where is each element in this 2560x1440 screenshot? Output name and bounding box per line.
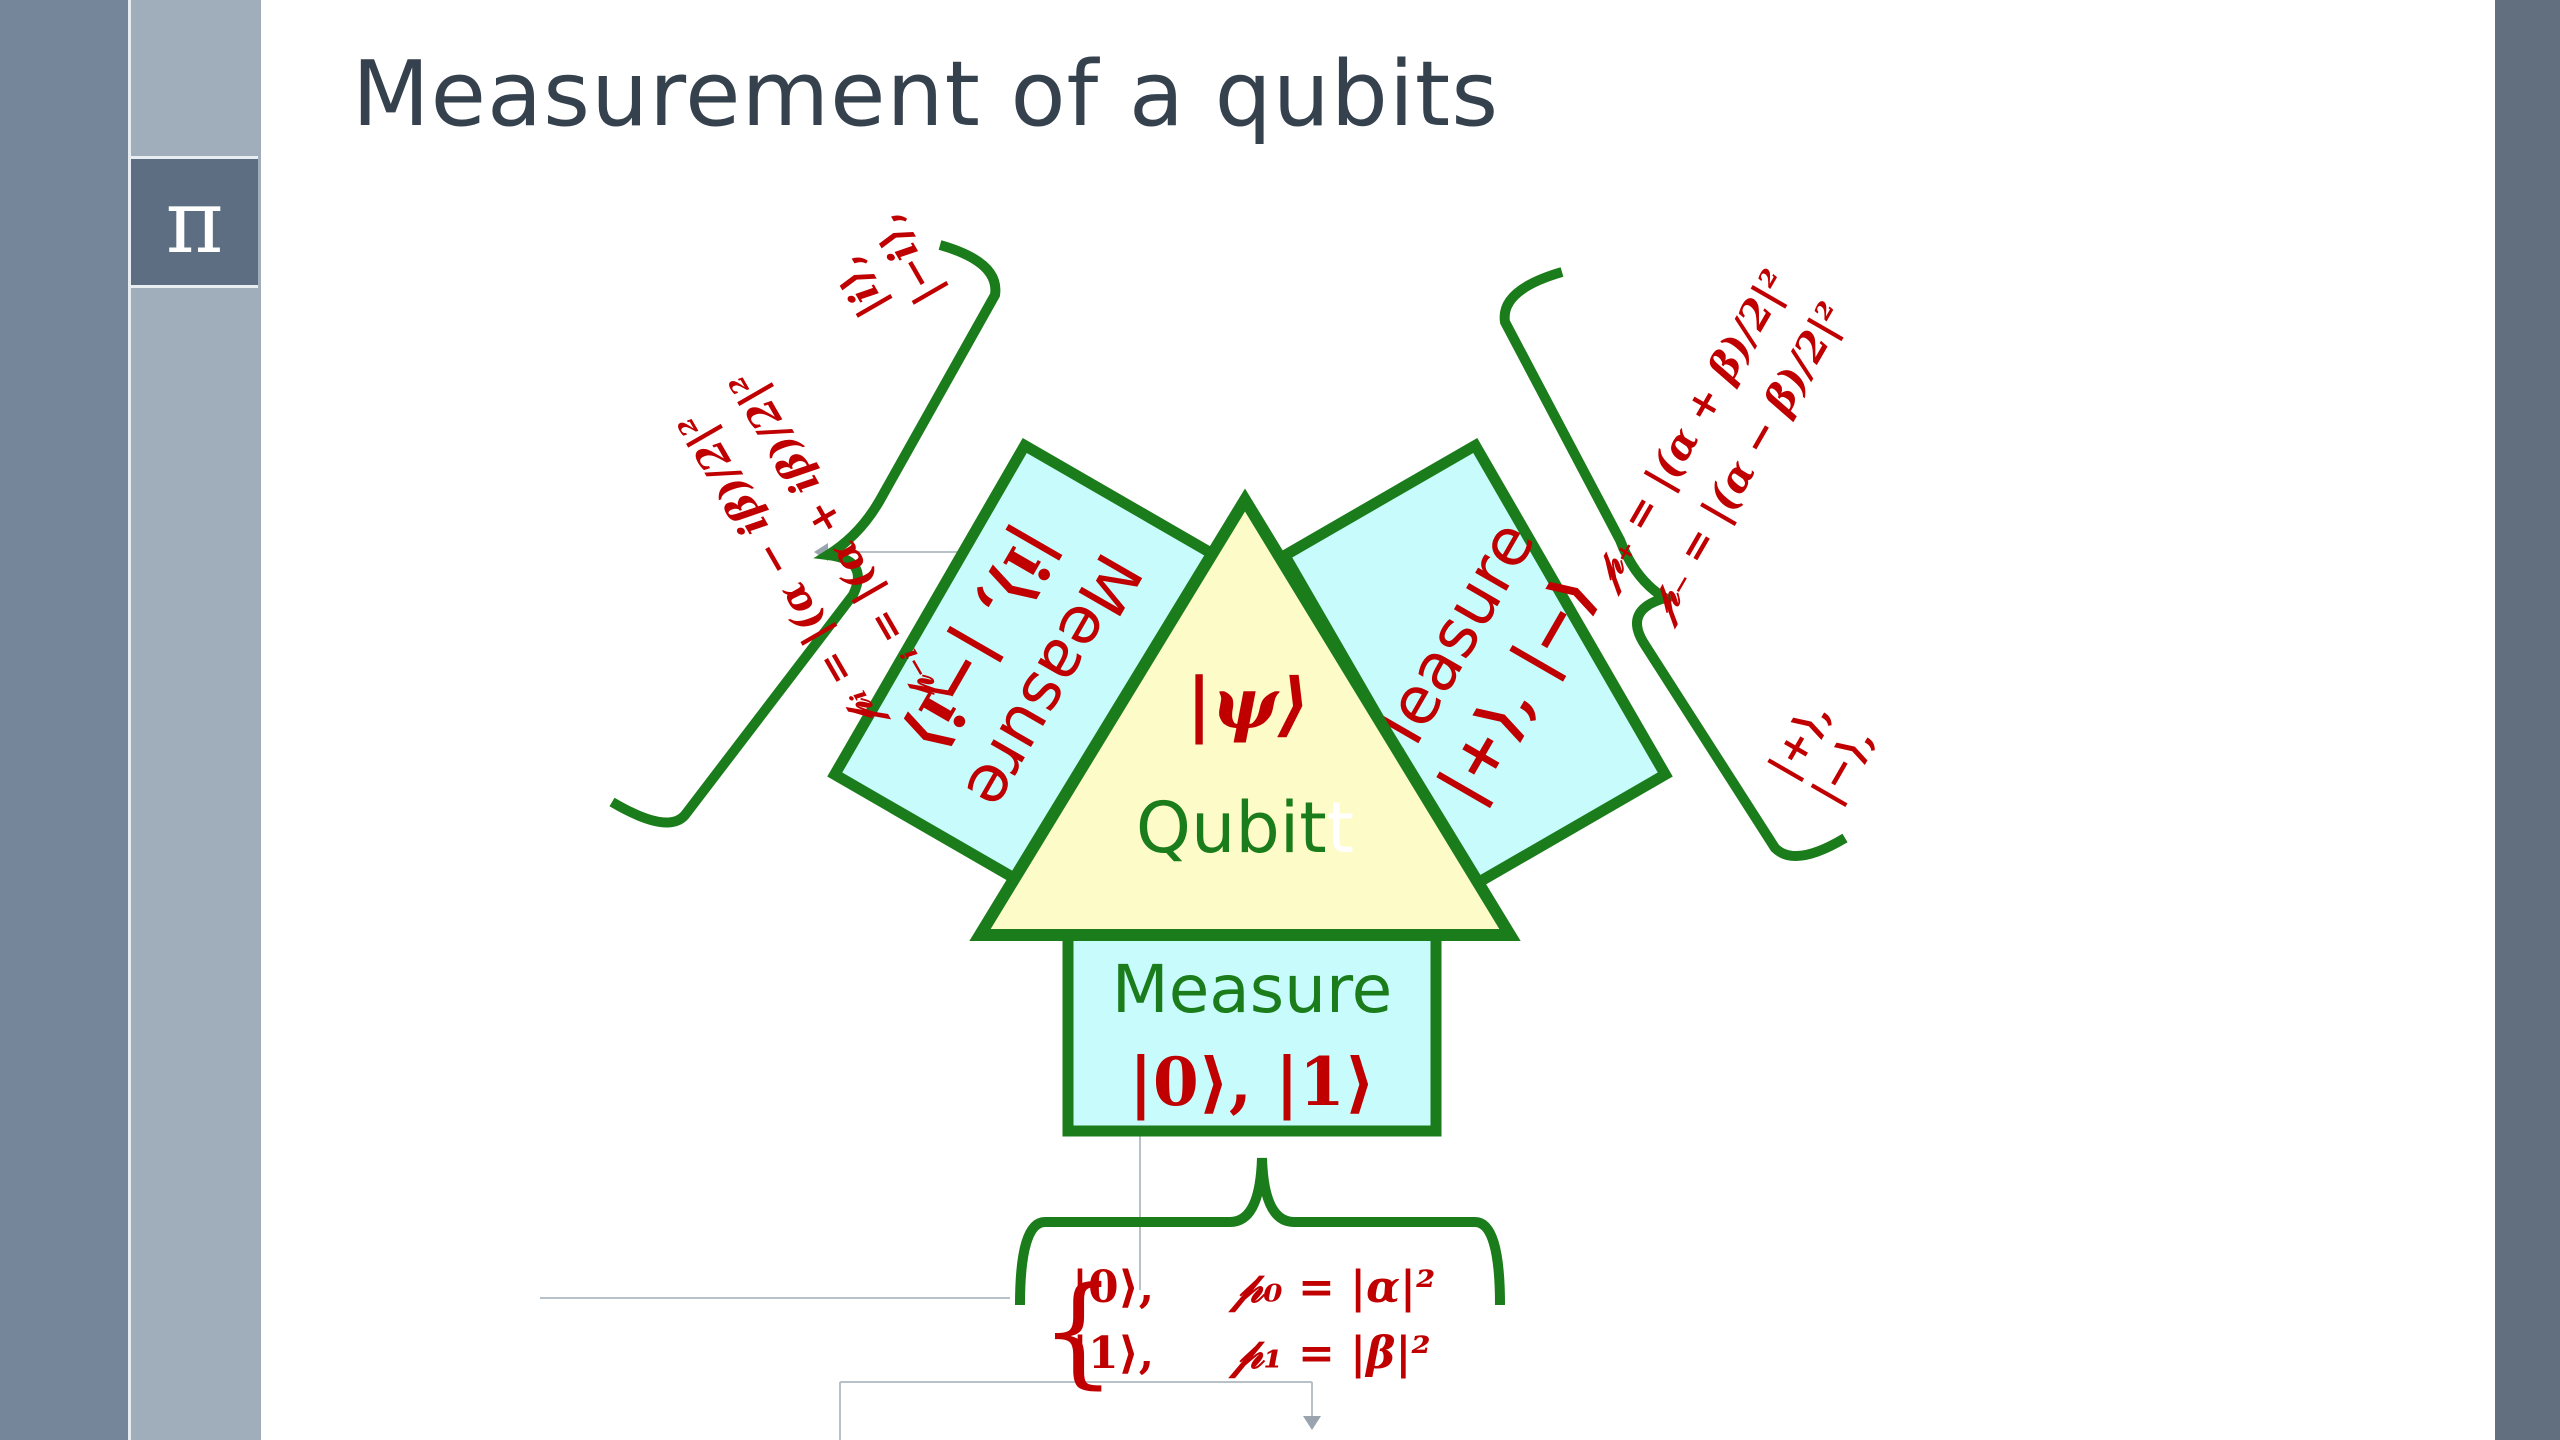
qubit-label-main: Qubit [1136,787,1327,869]
pi-logo-icon: π [131,156,258,288]
right-rail [2495,0,2560,1440]
z-outcome-1-prob: 𝓅₀ = |α|² [1228,1262,1435,1313]
bottom-brace [1015,1157,1505,1306]
qubit-state: |ψ⟩ [1186,662,1309,745]
arrowhead-icon [1303,1416,1321,1430]
connector-lines [540,551,1313,1440]
qubit-triangle [969,488,1521,941]
measure-z-title: Measure [1112,951,1393,1028]
right-brace [1499,267,1848,861]
left-rail [0,0,128,1440]
qubit-label-suffix: t [1327,787,1354,869]
qubit-label: Qubitt [1136,787,1354,869]
measure-z-box [1062,929,1442,1137]
z-outcome-2-state: |1⟩, [1072,1328,1154,1379]
z-outcome-1-state: |0⟩, [1072,1262,1154,1313]
left-brace [609,240,1001,828]
slide-title: Measurement of a qubits [352,42,1500,147]
outcome-brace-z: { [1040,1262,1116,1401]
measure-z-basis: |0⟩, |1⟩ [1129,1043,1375,1121]
z-outcome-2-prob: 𝓅₁ = |β|² [1228,1328,1431,1379]
